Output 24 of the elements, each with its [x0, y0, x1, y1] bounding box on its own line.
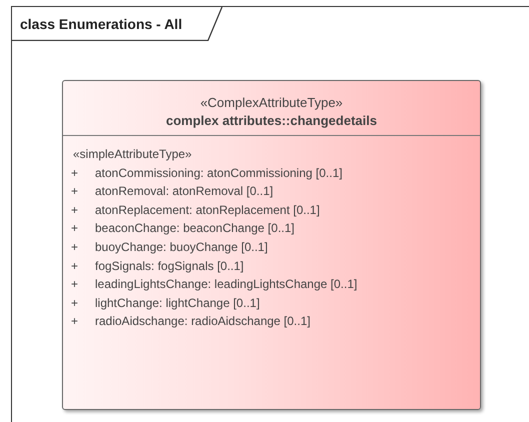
attribute-text: beaconChange: beaconChange [0..1] — [95, 220, 294, 238]
visibility-marker: + — [71, 313, 80, 330]
visibility-marker: + — [71, 202, 80, 219]
frame-title: class Enumerations - All — [20, 15, 182, 34]
stereotype-text: «simpleAttributeType» — [72, 146, 192, 163]
attribute-text: buoyChange: buoyChange [0..1] — [95, 238, 268, 256]
attribute-text: fogSignals: fogSignals [0..1] — [95, 258, 244, 275]
attribute-text: leadingLightsChange: leadingLightsChange [0..1] — [95, 276, 358, 294]
attribute-text: atonReplacement: atonReplacement [0..1] — [95, 202, 320, 219]
visibility-marker: + — [71, 183, 80, 200]
visibility-marker: + — [71, 258, 80, 275]
visibility-marker: + — [71, 294, 80, 312]
stereotype-text: «ComplexAttributeType» — [200, 94, 343, 112]
visibility-marker: + — [71, 238, 80, 256]
attribute-text: atonRemoval: atonRemoval [0..1] — [95, 183, 274, 200]
visibility-marker: + — [71, 276, 80, 294]
attribute-text: atonCommissioning: atonCommissioning [0..1] — [95, 164, 342, 182]
attribute-text: lightChange: lightChange [0..1] — [95, 294, 260, 312]
diagram-frame — [11, 6, 529, 422]
visibility-marker: + — [71, 164, 80, 182]
attribute-text: radioAidschange: radioAidschange [0..1] — [95, 313, 310, 330]
class-name: complex attributes::changedetails — [166, 112, 377, 130]
visibility-marker: + — [71, 220, 80, 238]
class-box — [62, 80, 481, 410]
